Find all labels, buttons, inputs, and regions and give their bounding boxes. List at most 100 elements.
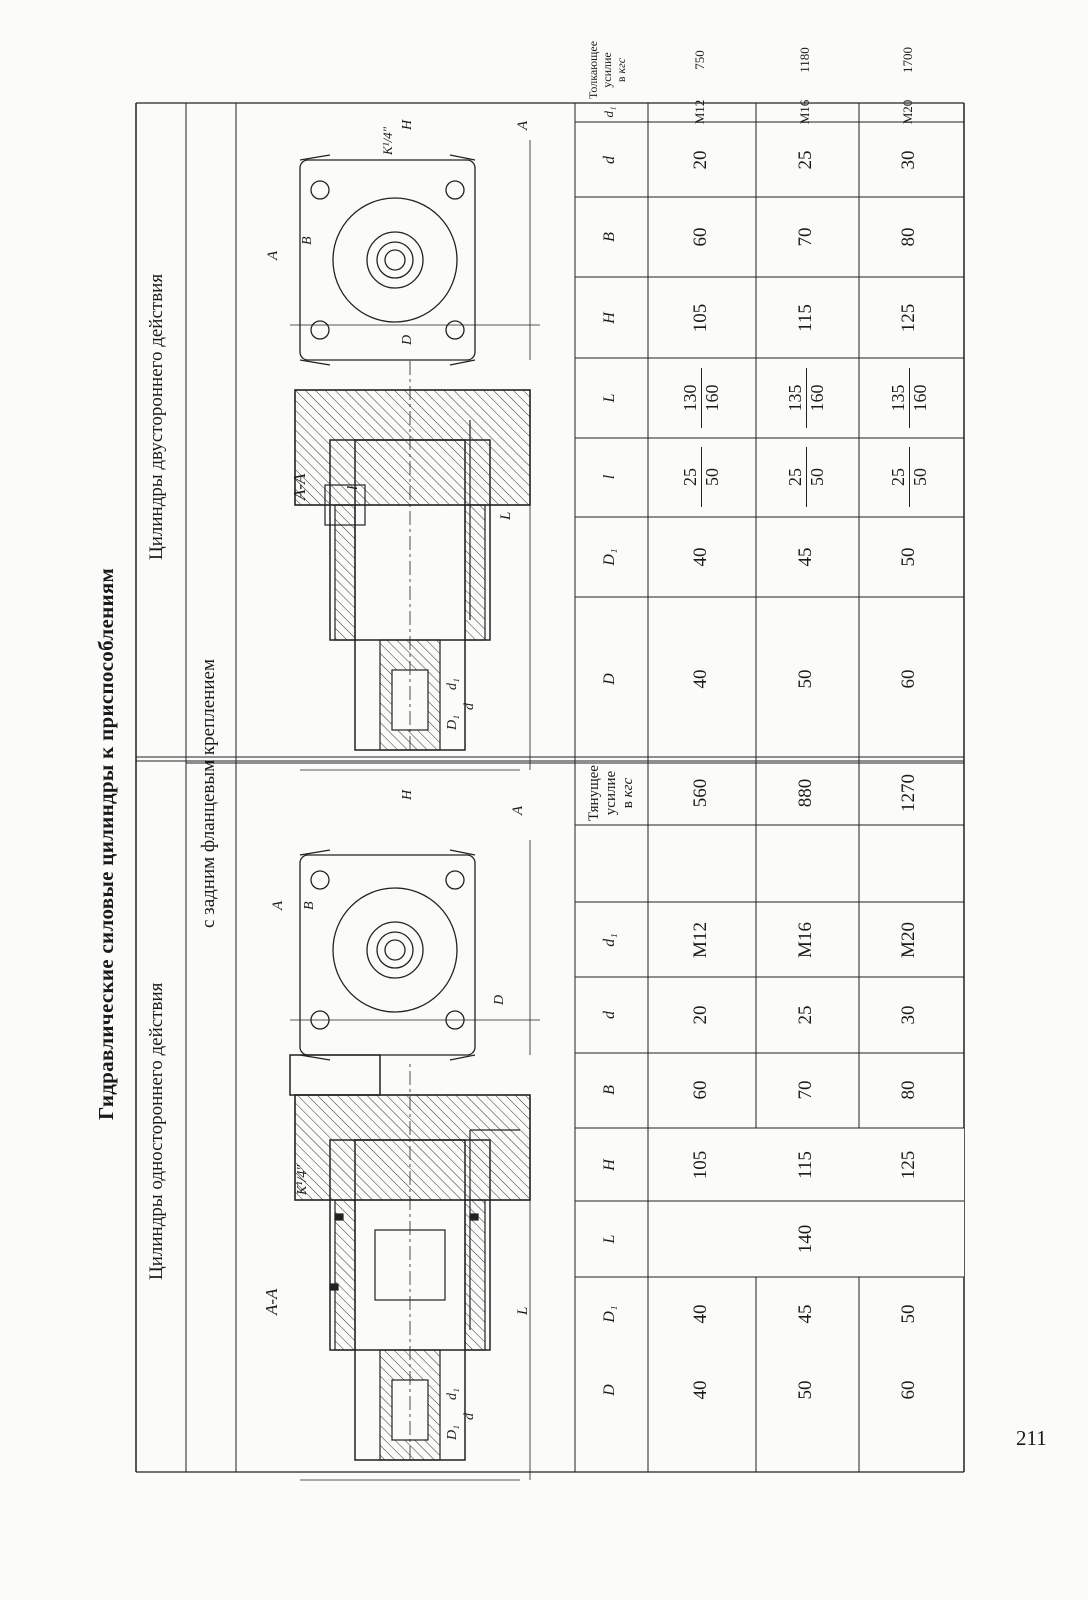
right-dim-D1: D₁ (445, 715, 460, 730)
col-header-D1: D₁ (601, 1305, 618, 1323)
right-dim-d: d (462, 703, 477, 710)
right-dim-L: L (498, 511, 514, 520)
left-dim-B: B (302, 901, 317, 910)
right-cut-mark: A (265, 250, 281, 260)
cell-B: 80 (898, 1080, 919, 1100)
col-header-D: D (601, 673, 618, 685)
cell-force: 1180 (797, 47, 812, 73)
right-dim-d1: d₁ (445, 678, 460, 690)
left-section-label: A-A (262, 1288, 281, 1315)
cell-d: 25 (795, 1005, 816, 1025)
cell-l-lower: 50 (807, 468, 827, 486)
force-header-unit: кгс (620, 777, 636, 798)
left-dim-H: H (400, 789, 415, 800)
cell-H: 105 (690, 303, 711, 333)
cell-d: 30 (898, 1005, 919, 1025)
cell-D1: 50 (898, 1304, 919, 1324)
col-header-force: Тянущее усилие в кгс (586, 748, 637, 838)
header-flange-mount: с задним фланцевым креплением (198, 659, 219, 928)
cell-D1: 40 (690, 1304, 711, 1324)
col-header-H: H (601, 312, 618, 324)
cell-force: 1700 (900, 47, 915, 73)
col-header-D: D (601, 1384, 618, 1396)
cell-D: 60 (898, 1380, 919, 1400)
left-cut-mark: A (270, 900, 286, 910)
col-header-L: L (601, 393, 618, 403)
cell-L-lower: 160 (702, 384, 722, 412)
page-title: Гидравлические силовые цилиндры к приспо… (94, 567, 118, 1120)
cell-H: 125 (898, 1150, 919, 1180)
right-dim-H: H (400, 119, 415, 130)
right-flange-view (290, 140, 540, 366)
cell-force: 1270 (898, 774, 919, 812)
col-header-force: Толкающее усилие в кгс (586, 25, 628, 115)
right-dim-D: D (400, 334, 415, 345)
cell-l-upper: 25 (785, 447, 807, 507)
force-header-unit: кгс (614, 57, 628, 74)
cell-D: 50 (795, 669, 816, 689)
cell-H: 125 (898, 303, 919, 333)
cell-B: 70 (795, 227, 816, 247)
cell-d1: M20 (898, 922, 919, 958)
left-section-drawing (289, 1054, 531, 1481)
cell-L-upper: 135 (888, 368, 910, 428)
cell-l-upper: 25 (888, 447, 910, 507)
cell-l-upper: 25 (680, 447, 702, 507)
left-dim-d1: d₁ (445, 1388, 460, 1400)
cell-D1: 40 (690, 547, 711, 567)
header-single-acting: Цилиндры одностороннего действия (146, 982, 167, 1280)
cell-D: 50 (795, 1380, 816, 1400)
cell-D: 40 (690, 1380, 711, 1400)
cell-D1: 50 (898, 547, 919, 567)
force-header-prefix: в (614, 76, 628, 83)
right-dim-B: B (300, 236, 315, 245)
header-double-acting: Цилиндры двустороннего действия (146, 273, 167, 560)
cell-L-upper: 130 (680, 368, 702, 428)
col-header-d: d (601, 156, 618, 164)
cell-B: 60 (690, 227, 711, 247)
col-header-H: H (601, 1159, 618, 1171)
cell-L-lower: 160 (910, 384, 930, 412)
left-dim-d: d (462, 1413, 477, 1420)
left-dim-D1: D₁ (445, 1425, 460, 1440)
cell-L-lower: 160 (807, 384, 827, 412)
cell-d1: M12 (690, 922, 711, 958)
cell-H: 115 (795, 1151, 816, 1179)
cell-L-upper: 135 (785, 368, 807, 428)
col-header-B: B (601, 232, 618, 242)
left-dim-D: D (492, 994, 507, 1005)
force-header-line2: усилие (600, 52, 614, 88)
cell-l-lower: 50 (702, 468, 722, 486)
cell-D: 60 (898, 669, 919, 689)
force-header-prefix: в (620, 801, 636, 809)
cell-H: 115 (795, 304, 816, 332)
cell-H: 105 (690, 1150, 711, 1180)
col-header-d1: d₁ (601, 933, 618, 947)
cell-L-shared: 140 (795, 1224, 816, 1254)
cell-D1: 45 (795, 547, 816, 567)
cell-d: 20 (690, 1005, 711, 1025)
force-header-line1: Тянущее (586, 765, 602, 821)
right-cut-mark-2: A (515, 120, 531, 130)
left-port-label: K¹/4" (295, 1164, 310, 1195)
page-number: 211 (1016, 1426, 1047, 1450)
col-header-d: d (601, 1011, 618, 1019)
cell-force: 560 (690, 778, 711, 808)
col-header-D1: D₁ (601, 548, 618, 566)
cell-B: 70 (795, 1080, 816, 1100)
col-header-B: B (601, 1085, 618, 1095)
left-dim-L: L (515, 1306, 531, 1315)
left-cut-mark-2: A (510, 805, 526, 815)
col-header-l: l (601, 474, 618, 480)
col-header-L: L (601, 1234, 618, 1244)
force-header-line2: усилие (603, 770, 619, 816)
force-header-line1: Толкающее (586, 40, 600, 100)
right-port-label: K¹/4" (380, 126, 395, 155)
